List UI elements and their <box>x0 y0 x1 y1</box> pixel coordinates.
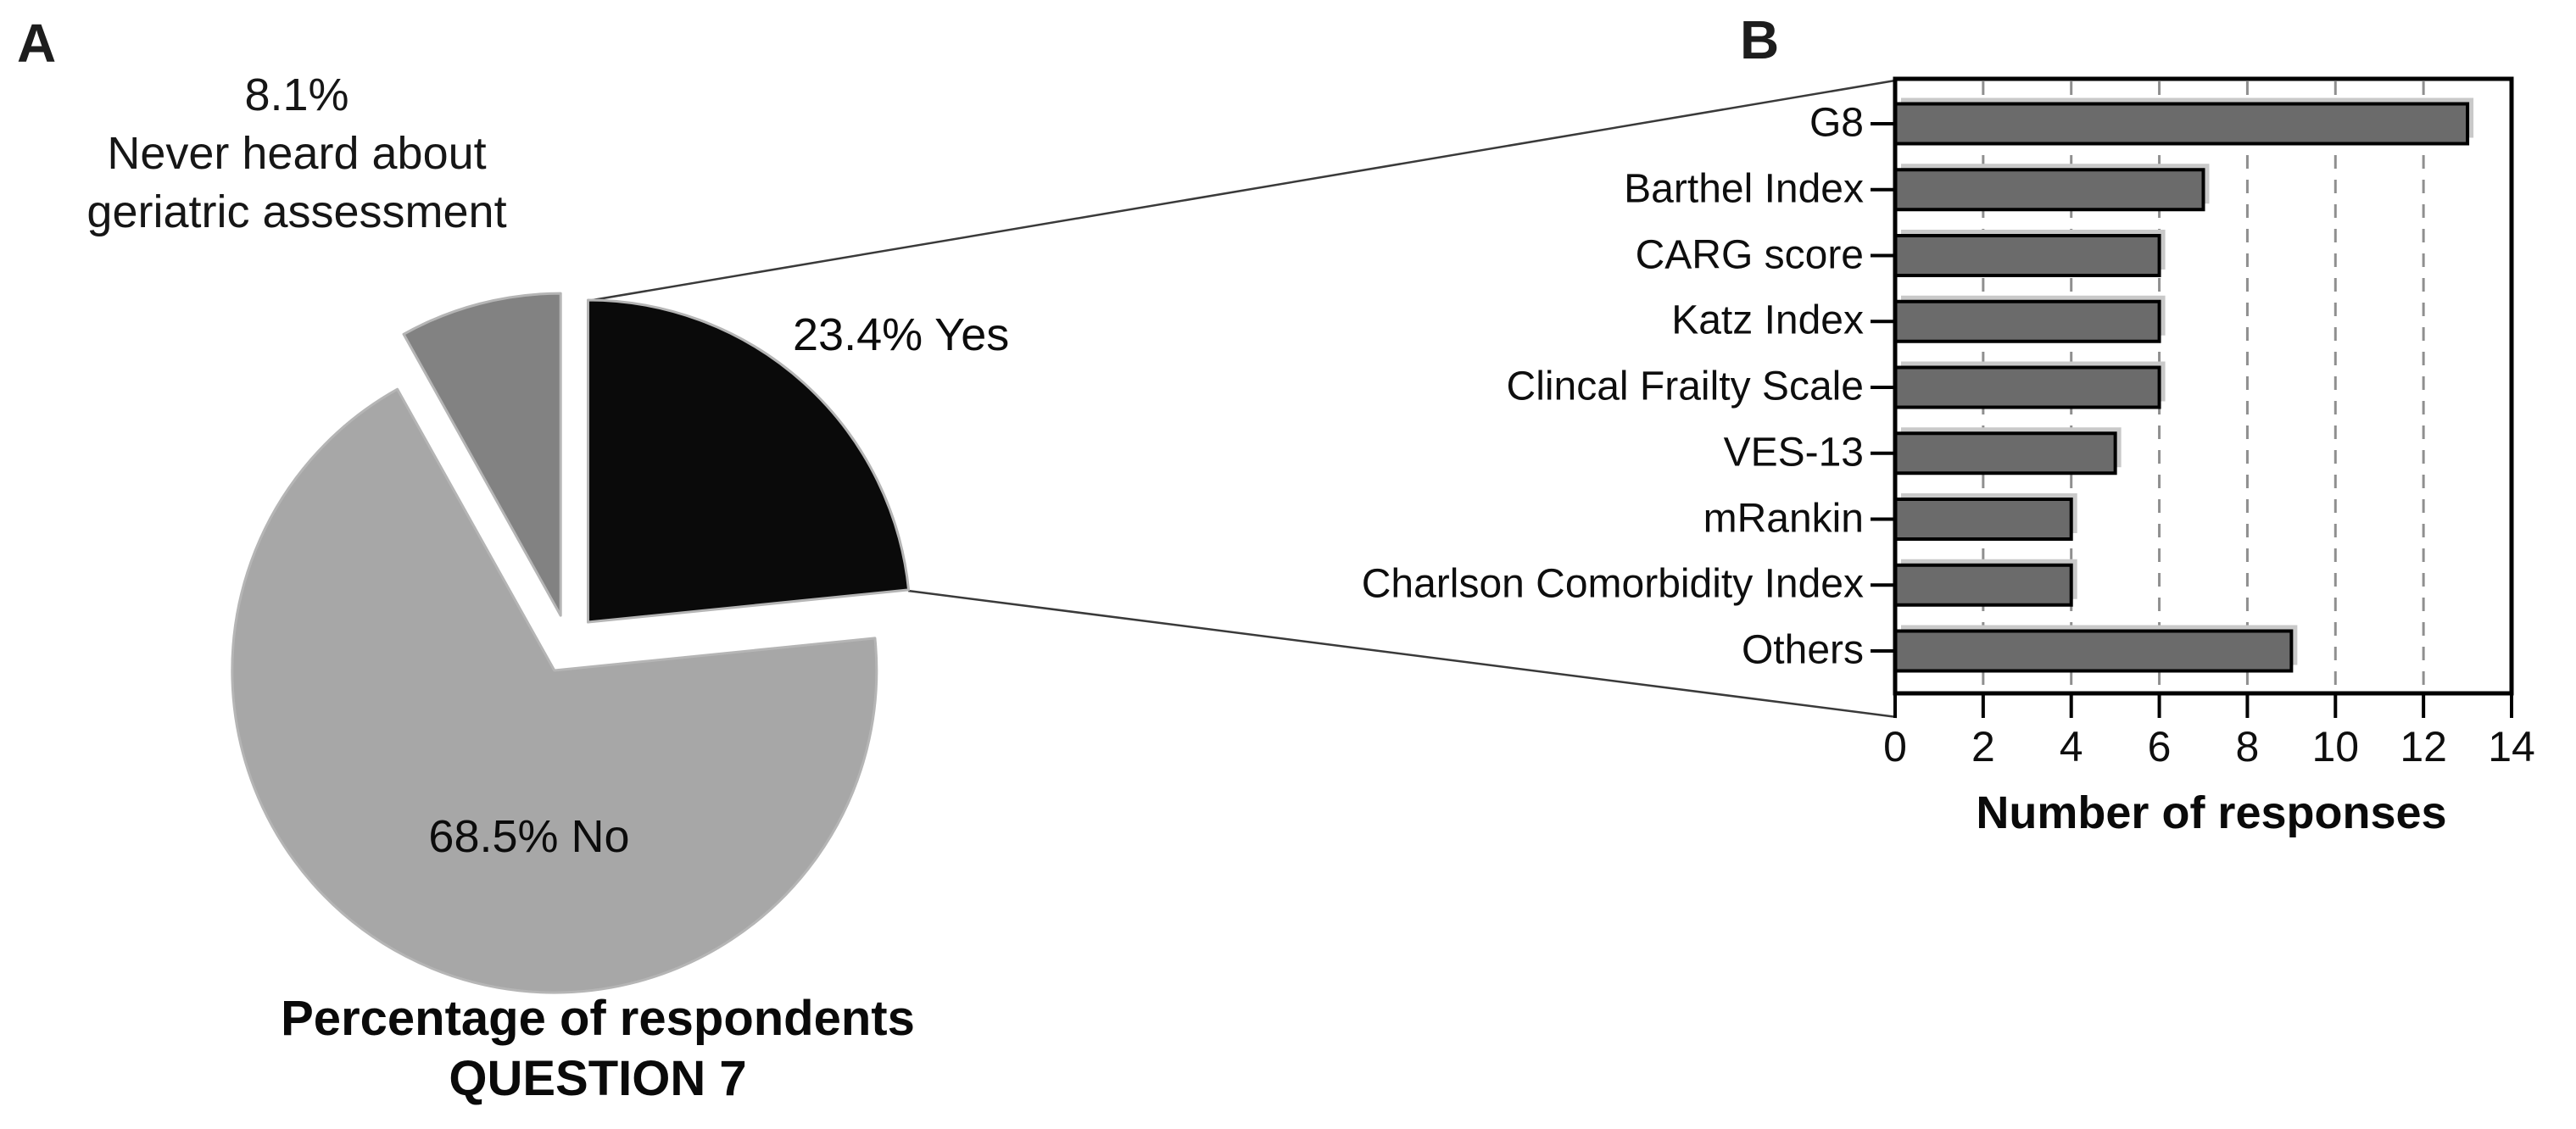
pie-slice-label-no: 68.5% No <box>428 811 630 862</box>
bar-category-label: Clincal Frailty Scale <box>1506 364 1864 409</box>
bar <box>1893 498 2073 541</box>
bar-category-label: CARG score <box>1635 231 1864 277</box>
x-tick-label: 14 <box>2488 723 2535 770</box>
bar-category-label: Charlson Comorbidity Index <box>1361 561 1864 607</box>
pie-title-line-2: QUESTION 7 <box>449 1051 747 1106</box>
annotation-line-3: geriatric assessment <box>86 186 507 237</box>
pie-chart <box>231 292 911 994</box>
pie-slice-annotation-never-heard: 8.1% Never heard about geriatric assessm… <box>25 66 568 242</box>
pie-slice-yes <box>586 298 911 624</box>
bar-category-label: VES-13 <box>1723 430 1864 476</box>
annotation-line-pct: 8.1% <box>244 70 349 120</box>
pie-slice-label-yes: 23.4% Yes <box>793 309 1010 360</box>
pie-title-line-1: Percentage of respondents <box>281 991 915 1046</box>
bar <box>1893 629 2294 673</box>
bar <box>1893 234 2161 277</box>
bar <box>1893 168 2205 212</box>
bar-chart <box>1871 76 2514 718</box>
x-axis-title: Number of responses <box>1976 787 2447 838</box>
x-tick-label: 12 <box>2400 723 2447 770</box>
annotation-line-2: Never heard about <box>107 128 487 179</box>
x-tick-label: 4 <box>2059 723 2083 770</box>
x-tick-label: 8 <box>2235 723 2260 770</box>
bar-category-label: Barthel Index <box>1624 166 1864 212</box>
bar <box>1893 102 2470 146</box>
zoom-connector-lines <box>587 79 1898 719</box>
x-tick-label: 2 <box>1971 723 1995 770</box>
plot-frame <box>1893 76 2514 696</box>
x-tick-label: 10 <box>2311 723 2360 770</box>
bar <box>1893 563 2073 607</box>
pie-slice-no <box>231 387 878 994</box>
x-tick-label: 6 <box>2147 723 2172 770</box>
bar-category-label: mRankin <box>1703 495 1864 541</box>
bar-category-label: Others <box>1741 627 1864 673</box>
bar-category-label: G8 <box>1809 100 1864 146</box>
bar <box>1893 431 2117 476</box>
panel-b-letter: B <box>1740 9 1780 70</box>
pie-chart-title: Percentage of respondents QUESTION 7 <box>131 988 1064 1109</box>
bar <box>1893 365 2161 409</box>
panel-a-letter: A <box>17 13 57 74</box>
bar <box>1893 299 2161 343</box>
pie-slice-never <box>402 292 562 617</box>
x-tick-label: 0 <box>1883 723 1907 770</box>
connector-line-top <box>587 79 1896 303</box>
bar-category-label: Katz Index <box>1671 298 1864 343</box>
connector-line-bottom <box>907 589 1898 719</box>
